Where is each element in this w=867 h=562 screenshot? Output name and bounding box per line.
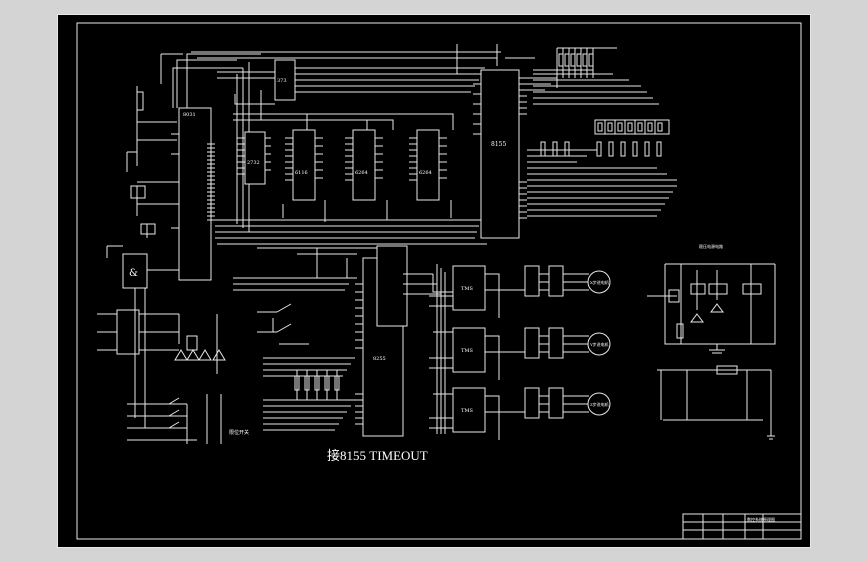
seven-seg-display[interactable] — [594, 119, 670, 135]
power-supply-top: 稳压电源电路 — [647, 243, 776, 354]
driver-z: TMS — [452, 387, 486, 433]
motor-y[interactable]: Y步进电机 — [587, 332, 611, 356]
led-diodes — [174, 349, 226, 361]
motor-z[interactable]: Z步进电机 — [587, 392, 611, 416]
eprom-chip-d[interactable] — [416, 129, 440, 201]
driver-block: TMS TMS TMS — [403, 264, 611, 440]
driver-chip-x[interactable] — [452, 265, 486, 311]
switch-contacts — [257, 303, 292, 333]
driver-bus — [403, 264, 453, 434]
bus-annotation: 接8155 TIMEOUT — [327, 448, 428, 463]
address-bus — [215, 113, 487, 245]
driver-chip-y[interactable] — [452, 327, 486, 373]
ppi-aux-chip[interactable] — [376, 245, 408, 327]
keypad-resistors — [294, 375, 340, 391]
cpu-block: 8031 & — [106, 53, 261, 428]
eprom-chip-a[interactable] — [244, 131, 266, 185]
pio-pins — [473, 77, 527, 219]
pio-block: 8155 — [473, 47, 677, 239]
memory-pins — [237, 137, 447, 181]
power-amps — [524, 265, 589, 419]
cpu-chip[interactable] — [178, 107, 212, 281]
and-gate-label: & — [129, 268, 138, 279]
motor-z-label: Z步进电机 — [590, 401, 609, 407]
motor-x[interactable]: X步进电机 — [587, 270, 611, 294]
eprom-b-label: 6116 — [295, 170, 308, 176]
and-gate[interactable] — [122, 253, 148, 289]
pio-chip[interactable] — [480, 69, 520, 239]
driver-chip-z[interactable] — [452, 387, 486, 433]
cpu-label: 8031 — [183, 112, 196, 118]
power-supply-bottom — [657, 365, 775, 440]
drawing-sheet: 8031 & 373 — [57, 14, 811, 548]
eprom-a-label: 2732 — [247, 160, 260, 166]
eprom-chip-c[interactable] — [352, 129, 376, 201]
driver-y-label: TMS — [461, 348, 473, 354]
eprom-c-label: 6264 — [355, 170, 368, 176]
led-resistors — [558, 53, 594, 67]
motor-y-label: Y步进电机 — [589, 341, 609, 347]
limit-switch-label: 限位开关 — [229, 429, 249, 436]
left-io-lines — [97, 309, 218, 374]
inner-frame — [76, 22, 802, 540]
ppi-block: 8255 限位 — [97, 245, 408, 444]
supply-rails — [657, 365, 772, 436]
driver-x-label: TMS — [461, 286, 473, 292]
power-title: 稳压电源电路 — [699, 243, 723, 249]
driver-side-wiring — [429, 273, 525, 440]
ppi-address — [233, 247, 377, 291]
eprom-chip-b[interactable] — [292, 129, 316, 201]
digit-drivers — [527, 149, 677, 217]
latch-label: 373 — [277, 78, 287, 84]
title-block-title: 数控系统原理图 — [747, 516, 775, 522]
latch-wiring — [217, 67, 485, 121]
title-block: 数控系统原理图 — [682, 513, 802, 540]
bus-left — [160, 53, 261, 108]
memory-row: 2732 6116 6264 6264 — [215, 113, 487, 245]
display-bus — [533, 69, 659, 105]
ppi-pins — [355, 283, 363, 425]
ground-symbol-top — [709, 344, 725, 354]
regulator-circuit — [647, 263, 776, 345]
reset-network — [126, 86, 177, 238]
driver-z-label: TMS — [461, 408, 473, 414]
driver-y: TMS — [452, 327, 486, 373]
digit-resistors — [540, 141, 662, 157]
motor-x-label: X步进电机 — [590, 279, 609, 285]
ground-symbol-bottom — [767, 435, 775, 440]
limit-switches — [127, 394, 222, 444]
pio-label: 8155 — [491, 141, 506, 148]
eprom-d-label: 6264 — [419, 170, 432, 176]
gate-wiring — [106, 245, 179, 428]
keypad-lines — [263, 343, 355, 431]
driver-x: TMS — [452, 265, 486, 311]
ppi-label: 8255 — [373, 356, 386, 362]
schematic-drawing: 8031 & 373 — [57, 14, 811, 548]
outer-frame — [57, 14, 811, 548]
